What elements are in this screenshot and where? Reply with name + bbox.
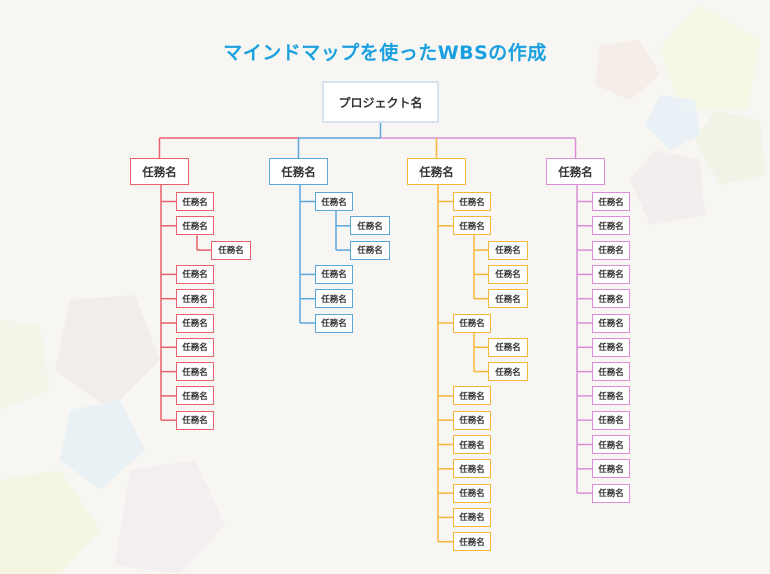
child-node[interactable]: 任務名: [176, 216, 214, 236]
child-node[interactable]: 任務名: [592, 240, 630, 260]
branch-node[interactable]: 任務名: [130, 158, 189, 185]
child-node[interactable]: 任務名: [176, 313, 214, 333]
deco-pentagon: [0, 320, 50, 410]
deco-pentagon: [595, 40, 660, 100]
child-node[interactable]: 任務名: [453, 507, 491, 527]
child-node[interactable]: 任務名: [592, 483, 630, 503]
deco-pentagon: [55, 295, 160, 410]
child-node[interactable]: 任務名: [176, 410, 214, 430]
child-node[interactable]: 任務名: [453, 459, 491, 479]
deco-pentagon: [630, 150, 705, 225]
deco-pentagon: [645, 95, 700, 150]
child-node[interactable]: 任務名: [592, 313, 630, 333]
child-node[interactable]: 任務名: [592, 216, 630, 236]
grandchild-node[interactable]: 任務名: [488, 337, 528, 357]
child-node[interactable]: 任務名: [315, 264, 353, 284]
child-node[interactable]: 任務名: [453, 435, 491, 454]
child-node[interactable]: 任務名: [592, 435, 630, 454]
child-node[interactable]: 任務名: [453, 192, 491, 211]
child-node[interactable]: 任務名: [592, 386, 630, 406]
child-node[interactable]: 任務名: [592, 264, 630, 284]
child-node[interactable]: 任務名: [176, 192, 214, 211]
grandchild-node[interactable]: 任務名: [211, 240, 251, 260]
branch-node[interactable]: 任務名: [407, 158, 466, 185]
deco-pentagon: [60, 400, 145, 490]
deco-pentagon: [115, 460, 225, 574]
child-node[interactable]: 任務名: [453, 216, 491, 236]
child-node[interactable]: 任務名: [453, 410, 491, 430]
root-node[interactable]: プロジェクト名: [322, 81, 439, 123]
grandchild-node[interactable]: 任務名: [350, 216, 390, 236]
branch-node[interactable]: 任務名: [269, 158, 328, 185]
child-node[interactable]: 任務名: [176, 386, 214, 406]
child-node[interactable]: 任務名: [453, 483, 491, 503]
child-node[interactable]: 任務名: [176, 289, 214, 309]
page-title: マインドマップを使ったWBSの作成: [223, 42, 547, 64]
child-node[interactable]: 任務名: [453, 532, 491, 552]
child-node[interactable]: 任務名: [592, 410, 630, 430]
deco-pentagon: [0, 470, 100, 574]
deco-pentagon: [660, 5, 760, 112]
deco-pentagon: [695, 110, 765, 185]
grandchild-node[interactable]: 任務名: [488, 264, 528, 284]
child-node[interactable]: 任務名: [592, 192, 630, 211]
child-node[interactable]: 任務名: [176, 362, 214, 382]
child-node[interactable]: 任務名: [592, 459, 630, 479]
child-node[interactable]: 任務名: [315, 313, 353, 333]
grandchild-node[interactable]: 任務名: [488, 362, 528, 382]
grandchild-node[interactable]: 任務名: [488, 289, 528, 309]
child-node[interactable]: 任務名: [315, 192, 353, 211]
child-node[interactable]: 任務名: [176, 337, 214, 357]
child-node[interactable]: 任務名: [592, 337, 630, 357]
grandchild-node[interactable]: 任務名: [488, 240, 528, 260]
child-node[interactable]: 任務名: [453, 386, 491, 406]
child-node[interactable]: 任務名: [453, 313, 491, 333]
child-node[interactable]: 任務名: [592, 362, 630, 382]
child-node[interactable]: 任務名: [176, 264, 214, 284]
branch-node[interactable]: 任務名: [546, 158, 605, 185]
child-node[interactable]: 任務名: [315, 289, 353, 309]
grandchild-node[interactable]: 任務名: [350, 240, 390, 260]
child-node[interactable]: 任務名: [592, 289, 630, 309]
